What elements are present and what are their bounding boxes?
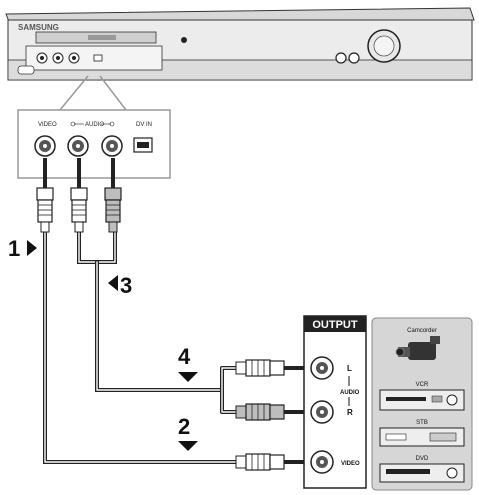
source-devices-panel: Camcorder VCR STB DVD [371, 317, 473, 491]
step-4-arrow [178, 372, 198, 382]
front-jack-panel: VIDEO AUDIO DV IN [17, 109, 171, 179]
cables [43, 230, 238, 464]
step-3-marker: 3 [108, 273, 132, 298]
output-title: OUTPUT [312, 319, 358, 331]
step-1-marker: 1 [8, 236, 37, 261]
vcr-label: VCR [416, 382, 429, 388]
front-button-right [348, 52, 360, 64]
stb-icon [379, 427, 465, 447]
output-right-label: R [347, 408, 353, 417]
step-2-arrow [178, 441, 198, 451]
front-video-jack [34, 135, 56, 157]
audio-right-plug-front [104, 158, 122, 233]
step-1-label: 1 [8, 236, 20, 261]
camcorder-label: Camcorder [407, 328, 437, 334]
dvd-player: SAMSUNG [5, 7, 475, 81]
front-audio-right-jack [101, 135, 123, 157]
dvd-label: DVD [416, 456, 429, 462]
video-plug-output [235, 453, 314, 471]
output-video-jack [310, 450, 334, 474]
dv-in-port [133, 137, 153, 153]
step-3-label: 3 [120, 273, 132, 298]
step-4-marker: 4 [178, 344, 198, 382]
front-audio-label: AUDIO [85, 122, 104, 128]
output-title-bg [304, 316, 366, 332]
step-2-marker: 2 [178, 414, 198, 451]
audio-right-plug-output [235, 403, 314, 421]
front-button-left [335, 52, 347, 64]
video-plug-front [36, 158, 54, 233]
output-video-label: VIDEO [341, 461, 360, 467]
vcr-icon [379, 389, 465, 411]
step-1-arrow [27, 240, 37, 256]
brand-logo: SAMSUNG [18, 23, 59, 32]
audio-left-plug-output [235, 359, 314, 377]
output-audio-left-jack [310, 356, 334, 380]
output-panel: OUTPUT L AUDIO R VIDEO [303, 315, 367, 489]
power-indicator [181, 37, 187, 43]
front-audio-left-jack [67, 135, 89, 157]
audio-left-plug-front [70, 158, 88, 233]
output-audio-right-jack [310, 400, 334, 424]
output-left-label: L [347, 364, 352, 373]
front-dvin-label: DV IN [136, 122, 152, 128]
step-2-label: 2 [178, 414, 190, 439]
front-video-label: VIDEO [38, 122, 57, 128]
step-4-label: 4 [178, 344, 191, 369]
step-3-arrow [108, 275, 118, 291]
stb-label: STB [416, 420, 428, 426]
output-audio-label: AUDIO [340, 390, 360, 396]
camcorder-icon [395, 336, 440, 360]
zoom-callout [59, 75, 127, 111]
dvd-device-icon [379, 463, 465, 483]
